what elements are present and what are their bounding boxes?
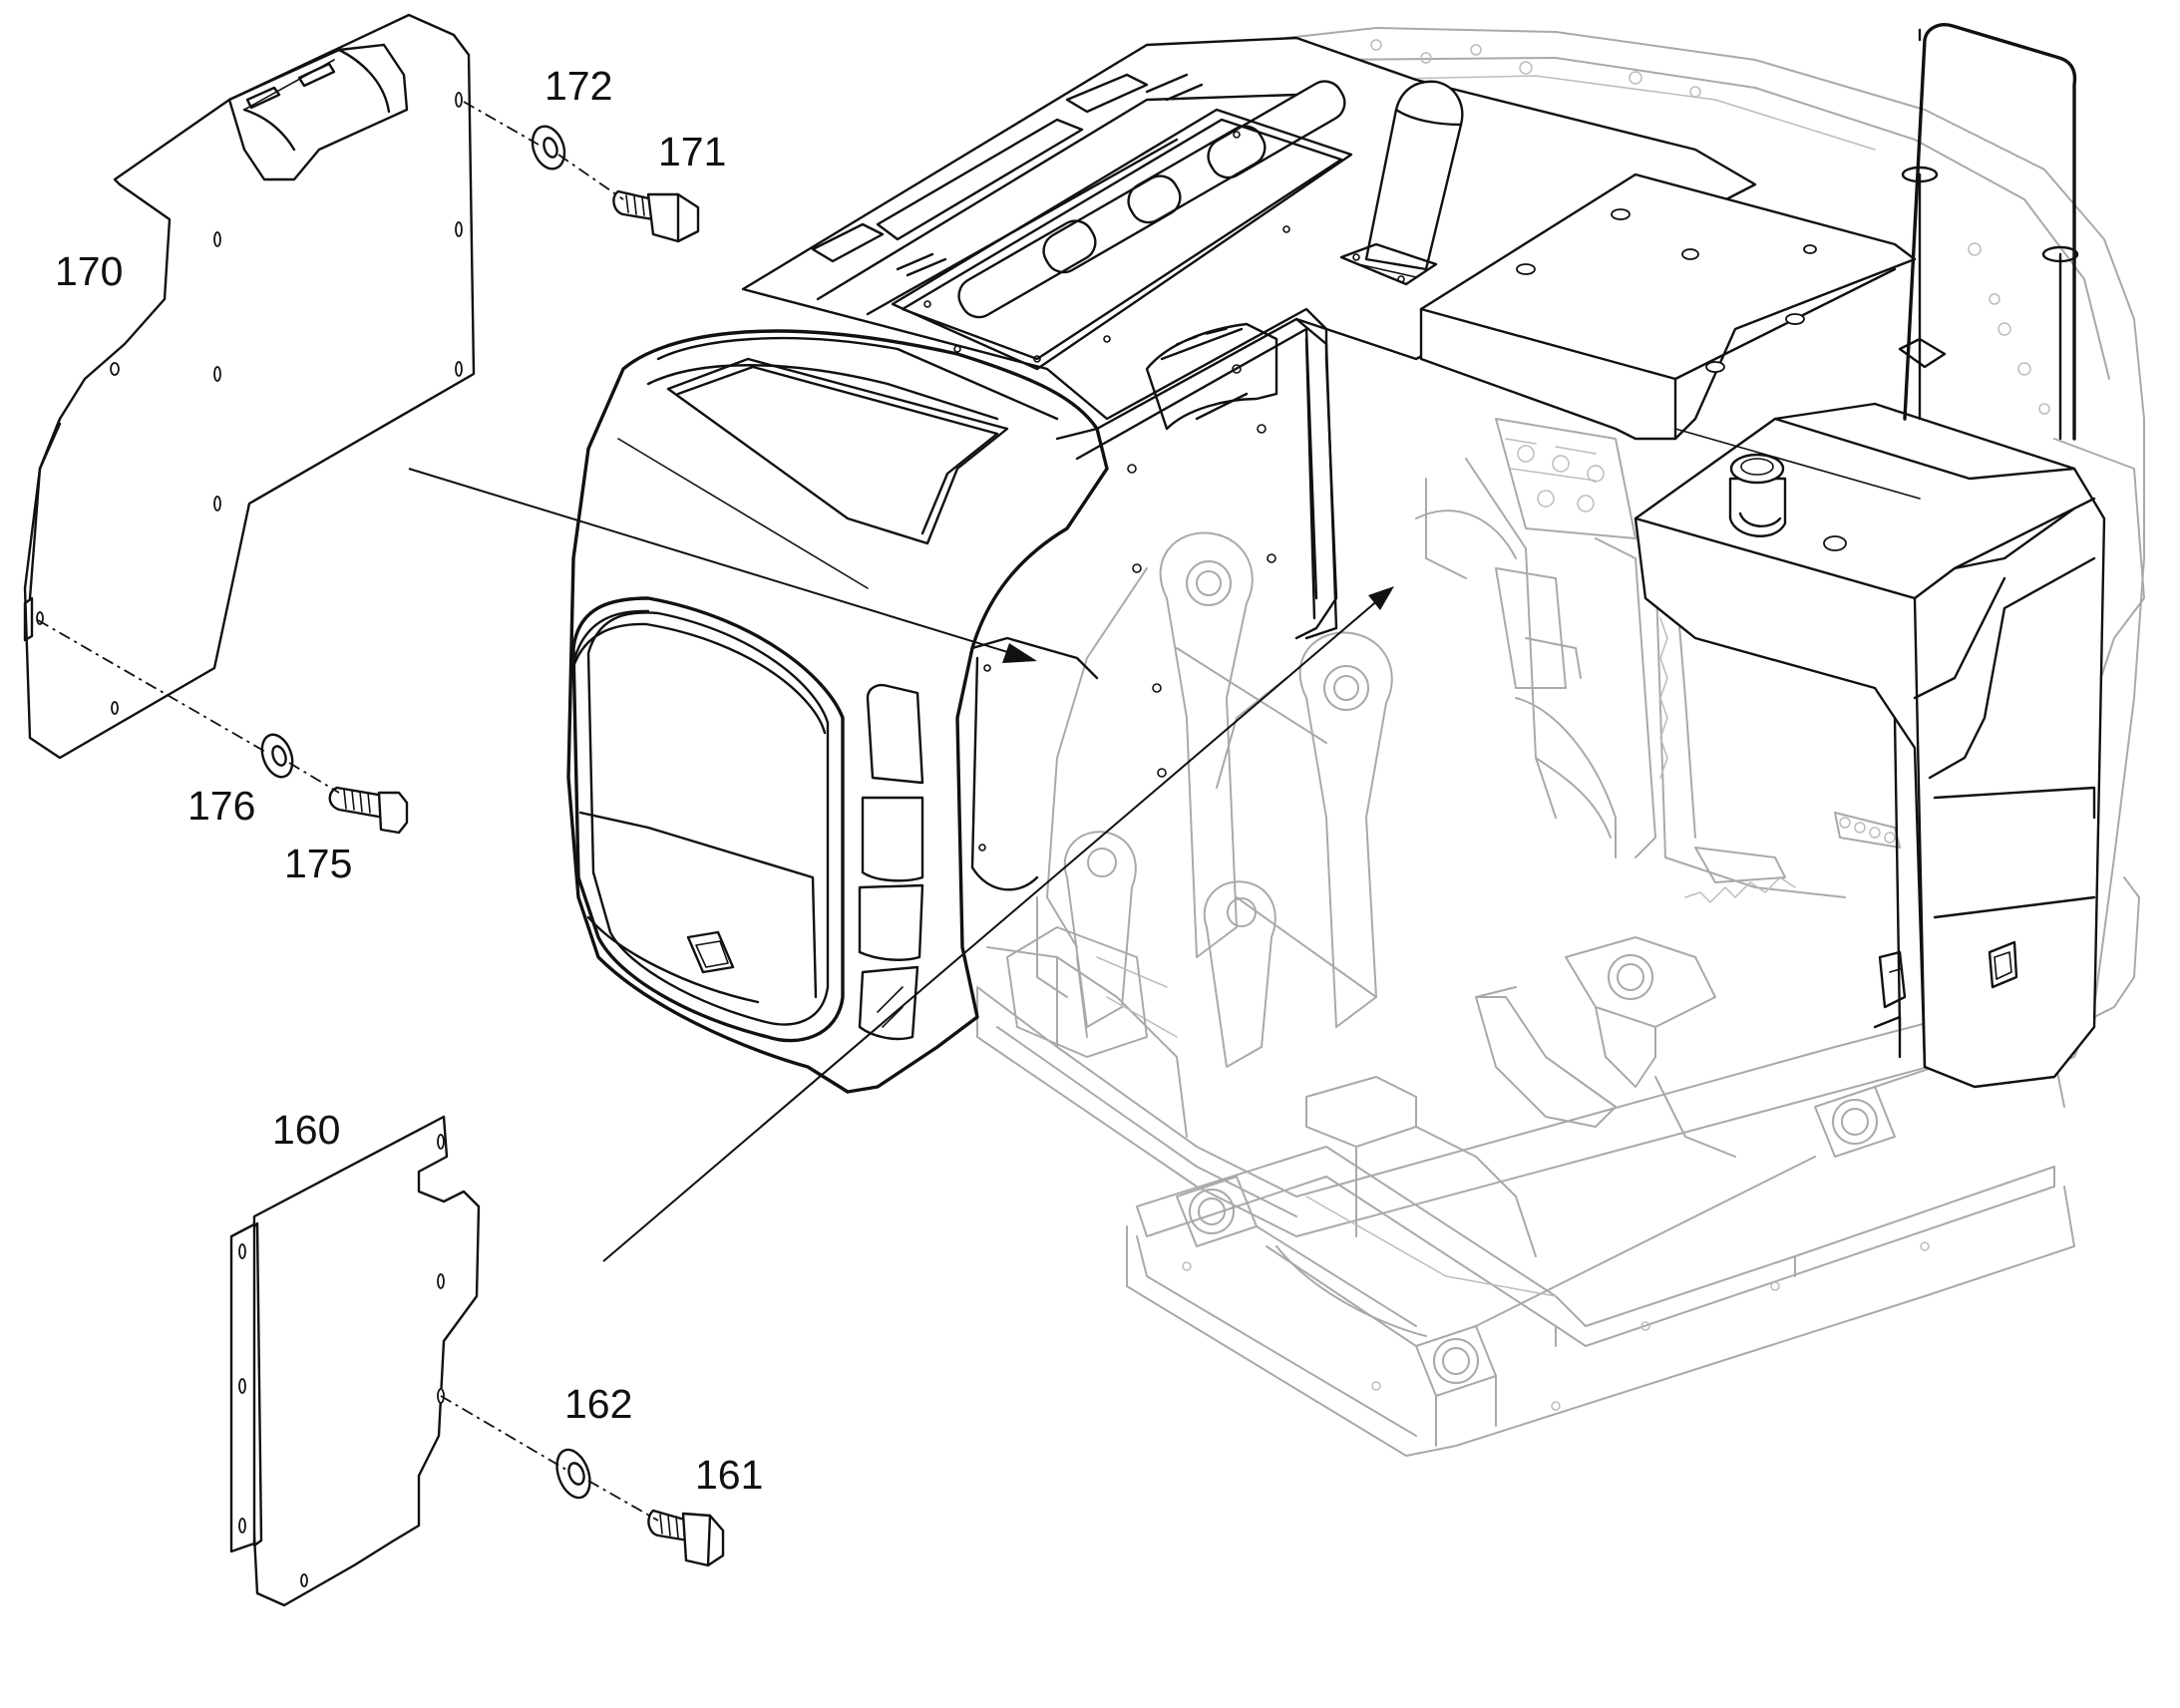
callout-171: 171 (658, 129, 726, 174)
callout-176: 176 (187, 783, 255, 829)
assembly-lines (37, 101, 1387, 1522)
main-cover-assembly (566, 23, 2106, 1094)
callout-labels: 170 171 172 175 176 160 161 162 (55, 63, 763, 1498)
part-170-side-panel (23, 13, 476, 760)
arrowheads (1002, 586, 1394, 663)
part-176-washer (260, 733, 294, 779)
callout-160: 160 (272, 1107, 340, 1153)
part-160-lower-panel (229, 1115, 481, 1607)
part-171-bolt (612, 189, 700, 243)
part-161-bolt (647, 1509, 725, 1567)
part-175-bolt (328, 786, 409, 835)
callout-172: 172 (545, 63, 612, 109)
callout-170: 170 (55, 248, 123, 294)
callout-161: 161 (695, 1452, 763, 1498)
callout-162: 162 (564, 1381, 632, 1427)
part-162-washer (555, 1448, 591, 1500)
callout-175: 175 (284, 841, 352, 886)
part-172-washer (531, 125, 566, 171)
